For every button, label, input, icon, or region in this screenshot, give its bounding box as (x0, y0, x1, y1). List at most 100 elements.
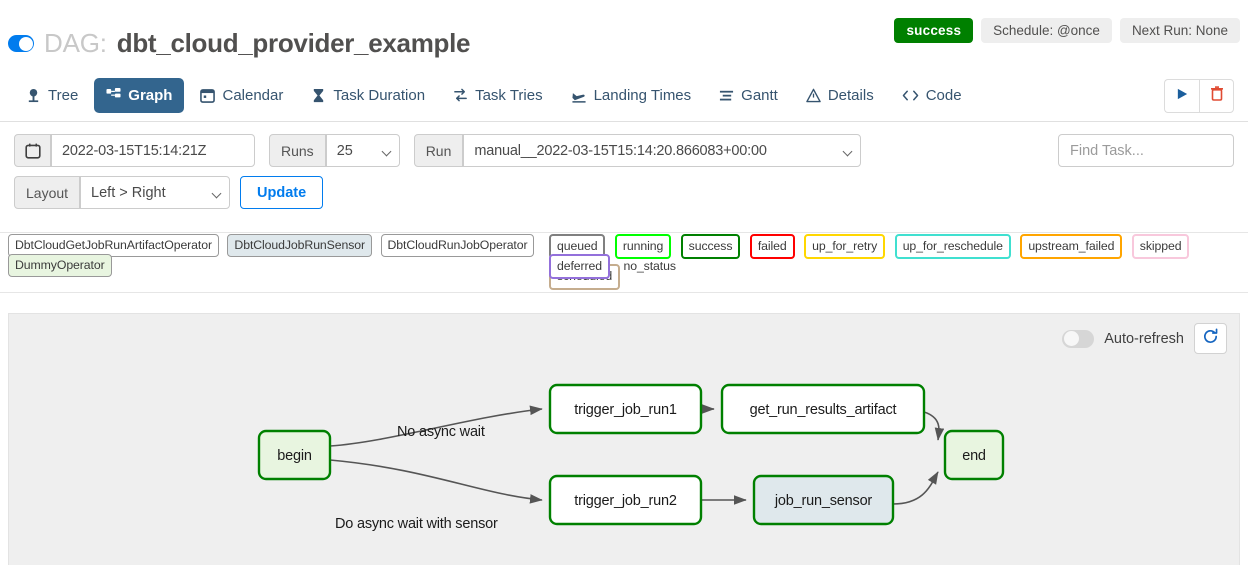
dag-action-buttons (1164, 79, 1234, 113)
edge-label-no-async-wait: No async wait (397, 424, 485, 440)
node-label: end (962, 448, 986, 464)
num-runs-select[interactable]: 25 (325, 134, 400, 167)
view-tabbar: Tree Graph Calendar Task Duration Task T… (0, 70, 1248, 122)
tree-icon (26, 88, 41, 103)
tab-task-duration[interactable]: Task Duration (299, 78, 437, 113)
layout-select[interactable]: Left > Right (80, 176, 231, 209)
update-button[interactable]: Update (240, 176, 324, 209)
tab-label: Tree (48, 87, 79, 104)
tab-label: Calendar (222, 87, 284, 104)
graph-node-get-run-results-artifact[interactable]: get_run_results_artifact (720, 383, 926, 435)
refresh-button[interactable] (1194, 323, 1227, 354)
retry-icon (453, 88, 468, 103)
delete-dag-button[interactable] (1199, 79, 1234, 113)
num-runs-group: Runs 25 (269, 134, 400, 167)
calendar-icon[interactable] (14, 134, 51, 167)
code-brackets-icon (902, 88, 919, 103)
play-icon (1176, 87, 1189, 106)
state-legend-skipped[interactable]: skipped (1131, 234, 1190, 260)
dag-title: DAG: dbt_cloud_provider_example (8, 28, 470, 59)
operator-legend-chip[interactable]: DbtCloudJobRunSensor (227, 234, 373, 258)
edge-label-do-async-wait: Do async wait with sensor (335, 516, 498, 532)
trash-icon (1210, 85, 1224, 107)
tab-landing-times[interactable]: Landing Times (559, 78, 704, 113)
graph-node-trigger-job-run1[interactable]: trigger_job_run1 (548, 383, 703, 435)
tab-label: Gantt (741, 87, 778, 104)
base-date-group (14, 134, 255, 167)
next-run-badge: Next Run: None (1119, 18, 1240, 43)
graph-legend: DbtCloudGetJobRunArtifactOperator DbtClo… (0, 233, 1248, 293)
state-legend-failed[interactable]: failed (749, 234, 795, 260)
hourglass-icon (311, 88, 326, 103)
tab-label: Task Tries (475, 87, 543, 104)
status-badge: success (894, 18, 974, 43)
run-select-group: Run manual__2022-03-15T15:14:20.866083+0… (413, 134, 862, 167)
state-legend-upstream-failed[interactable]: upstream_failed (1020, 234, 1123, 260)
state-legend-no-status: no_status (623, 259, 676, 273)
schedule-badge[interactable]: Schedule: @once (981, 18, 1112, 43)
layout-group: Layout Left > Right (14, 176, 231, 209)
state-legend-running[interactable]: running (614, 234, 672, 260)
state-legend-up-for-retry[interactable]: up_for_retry (804, 234, 886, 260)
state-legend-row-1: queued running success failed up_for_ret… (549, 234, 1248, 295)
tab-tree[interactable]: Tree (14, 78, 90, 113)
tab-label: Code (925, 87, 962, 104)
operator-legend-chip[interactable]: DbtCloudGetJobRunArtifactOperator (8, 234, 219, 258)
base-date-input[interactable] (51, 134, 255, 167)
auto-refresh-toggle[interactable] (1062, 329, 1095, 348)
operator-legend-row-1: DbtCloudGetJobRunArtifactOperator DbtClo… (8, 234, 538, 262)
num-runs-label: Runs (269, 134, 326, 167)
operator-legend-row-2: DummyOperator (8, 254, 116, 282)
tab-details[interactable]: Details (794, 78, 886, 113)
page-title: dbt_cloud_provider_example (116, 28, 471, 58)
auto-refresh-label: Auto-refresh (1104, 330, 1184, 347)
tab-calendar[interactable]: Calendar (188, 78, 295, 113)
dag-graph-canvas[interactable]: No async wait Do async wait with sensor … (9, 314, 1240, 565)
warning-triangle-icon (806, 88, 821, 103)
edge-begin-trigger2 (329, 459, 543, 504)
auto-refresh-controls: Auto-refresh (1062, 323, 1227, 354)
tab-label: Task Duration (333, 87, 426, 104)
graph-icon (106, 88, 121, 103)
tab-task-tries[interactable]: Task Tries (441, 78, 555, 113)
dag-header: DAG: dbt_cloud_provider_example success … (0, 0, 1248, 70)
dag-graph-panel: Auto-refresh No async wait (8, 313, 1240, 565)
run-select[interactable]: manual__2022-03-15T15:14:20.866083+00:00 (463, 134, 862, 167)
state-legend-row-2: deferred no_status (549, 254, 676, 284)
landing-icon (571, 88, 587, 103)
refresh-icon (1202, 327, 1219, 350)
tab-gantt[interactable]: Gantt (707, 78, 790, 113)
state-legend-deferred[interactable]: deferred (549, 254, 611, 280)
node-label: trigger_job_run2 (574, 493, 677, 509)
graph-node-job-run-sensor[interactable]: job_run_sensor (752, 474, 895, 526)
graph-edges (329, 404, 945, 505)
layout-label: Layout (14, 176, 81, 209)
operator-legend-chip[interactable]: DbtCloudRunJobOperator (380, 234, 535, 258)
tab-graph[interactable]: Graph (94, 78, 185, 113)
node-label: begin (277, 448, 312, 464)
graph-node-begin[interactable]: begin (257, 429, 332, 481)
state-legend-up-for-reschedule[interactable]: up_for_reschedule (894, 234, 1011, 260)
node-label: job_run_sensor (774, 493, 873, 509)
edge-artifact-end (923, 411, 945, 441)
dag-prefix-label: DAG: (44, 28, 107, 58)
find-task-input[interactable] (1058, 134, 1234, 167)
tab-label: Graph (128, 87, 173, 104)
tab-label: Details (827, 87, 874, 104)
operator-legend-chip[interactable]: DummyOperator (8, 254, 112, 278)
tab-label: Landing Times (593, 87, 692, 104)
dag-filter-bar: Runs 25 Run manual__2022-03-15T15:14:20.… (0, 122, 1248, 233)
calendar-icon (200, 88, 216, 103)
state-legend-success[interactable]: success (680, 234, 741, 260)
edge-sensor-end (892, 471, 939, 505)
trigger-dag-button[interactable] (1164, 79, 1199, 113)
header-badges: success Schedule: @once Next Run: None (894, 18, 1240, 43)
gantt-icon (719, 88, 734, 103)
graph-node-end[interactable]: end (943, 429, 1005, 481)
edge-begin-trigger1 (329, 405, 543, 447)
graph-node-trigger-job-run2[interactable]: trigger_job_run2 (548, 474, 703, 526)
toggle-on-icon[interactable] (8, 35, 34, 52)
node-label: get_run_results_artifact (750, 402, 897, 418)
run-label: Run (413, 134, 464, 167)
tab-code[interactable]: Code (890, 78, 974, 113)
